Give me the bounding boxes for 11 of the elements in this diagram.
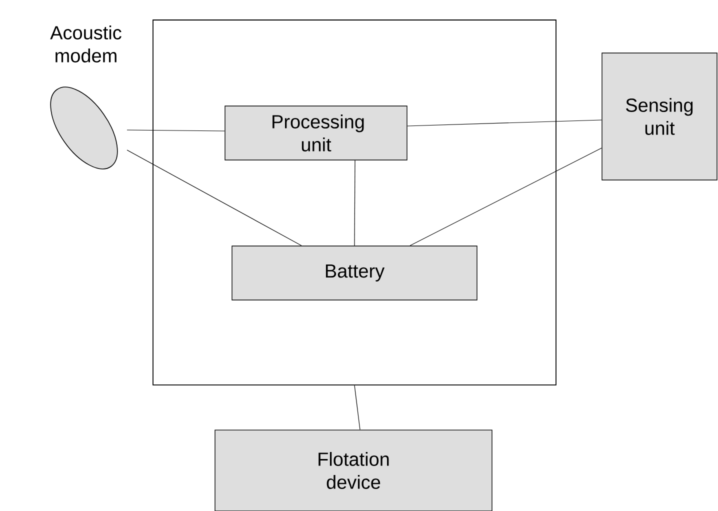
process-box: Sensing unit: [602, 52, 718, 180]
connector-line: [126, 150, 302, 246]
process-box: Processing unit: [224, 106, 408, 160]
connector-line: [410, 148, 602, 246]
node-label: Acoustic modem: [50, 26, 122, 62]
connector-line: [354, 160, 356, 246]
process-box: Battery: [232, 246, 478, 300]
connector-line: [354, 385, 360, 430]
connector-line: [407, 120, 602, 126]
connector-line: [126, 130, 225, 132]
process-box: Flotation device: [214, 430, 492, 511]
